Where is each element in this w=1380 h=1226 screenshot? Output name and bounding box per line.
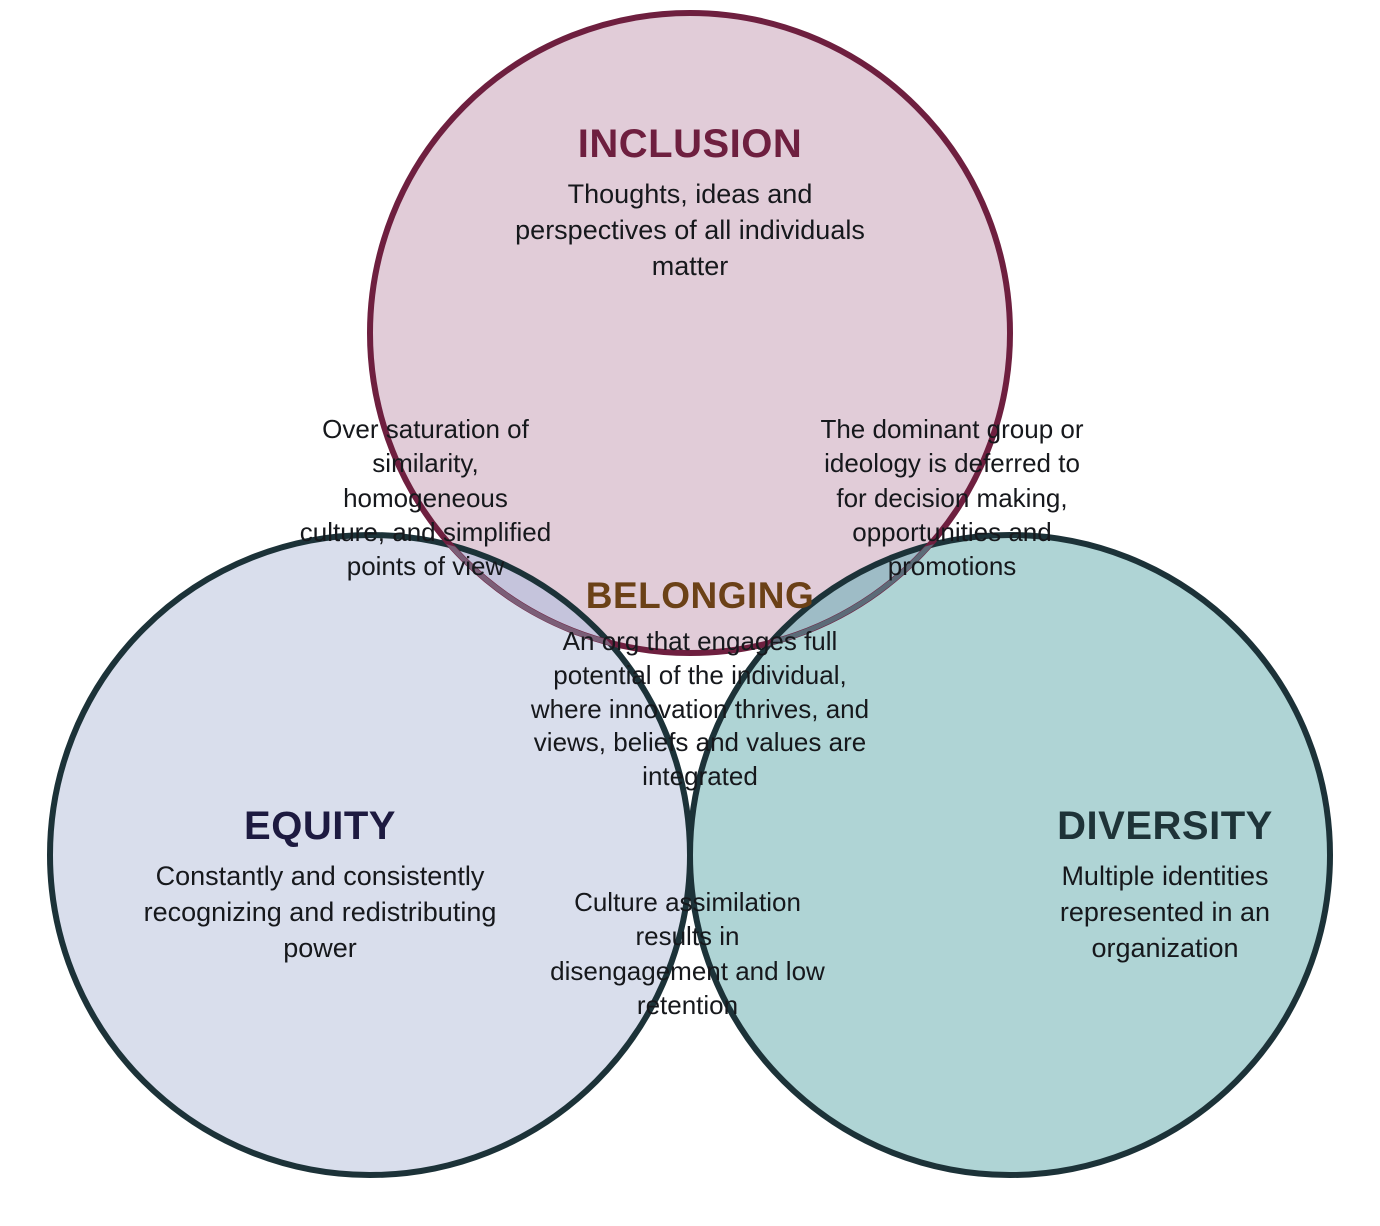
label-diversity-description: Multiple identities represented in an or… bbox=[1059, 861, 1271, 963]
circle-equity-fill bbox=[50, 535, 690, 1175]
label-inclusion: INCLUSION Thoughts, ideas and perspectiv… bbox=[505, 118, 875, 285]
circle-inclusion-outline bbox=[367, 10, 1013, 656]
circle-inclusion-fill bbox=[370, 13, 1010, 653]
label-diversity-title: DIVERSITY bbox=[1057, 804, 1273, 848]
label-inclusion-title: INCLUSION bbox=[577, 122, 803, 166]
caption-overlap-equity-diversity: Culture assimilation results in disengag… bbox=[550, 887, 825, 1020]
caption-overlap-inclusion-diversity: The dominant group or ideology is deferr… bbox=[820, 414, 1084, 582]
label-belonging-title: BELONGING bbox=[585, 575, 815, 616]
label-equity: EQUITY Constantly and consistently recog… bbox=[110, 800, 530, 967]
label-belonging-description: An org that engages full potential of th… bbox=[530, 626, 870, 792]
caption-overlap-inclusion-equity: Over saturation of similarity, homogeneo… bbox=[299, 414, 552, 582]
label-belonging: BELONGING An org that engages full poten… bbox=[520, 572, 880, 794]
label-diversity: DIVERSITY Multiple identities represente… bbox=[1000, 800, 1330, 967]
label-inclusion-description: Thoughts, ideas and perspectives of all … bbox=[515, 179, 865, 281]
circle-diversity-outline bbox=[687, 532, 1333, 1178]
label-equity-description: Constantly and consistently recognizing … bbox=[143, 861, 497, 963]
label-equity-title: EQUITY bbox=[244, 804, 396, 848]
circle-diversity-fill bbox=[690, 535, 1330, 1175]
